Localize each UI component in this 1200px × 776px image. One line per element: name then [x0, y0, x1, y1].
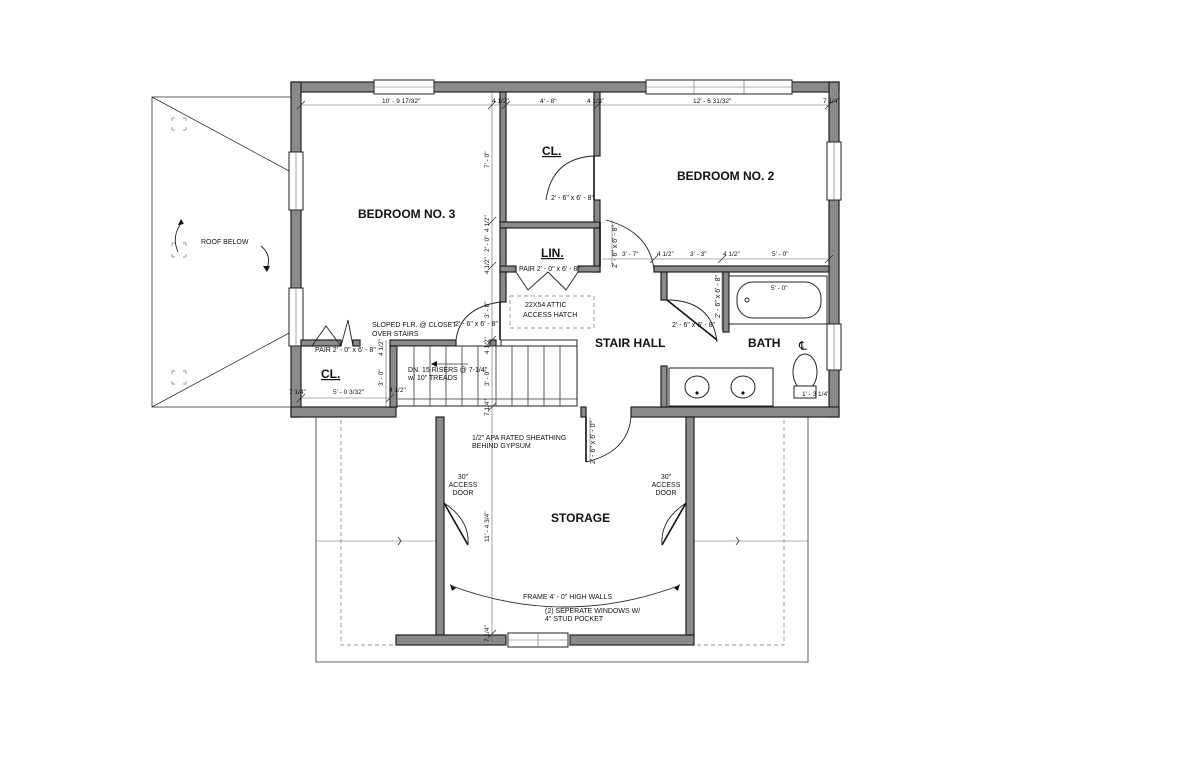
storage-outline — [315, 416, 809, 663]
note-attic-hatch-2: ACCESS HATCH — [523, 312, 577, 319]
note-sloped-2: OVER STAIRS — [372, 331, 419, 338]
dimension-lines — [296, 92, 834, 642]
dim-v-closet: 7' - 0" — [484, 151, 491, 168]
dim-top-bedroom-3: 10' - 9 17/32" — [382, 98, 421, 105]
dim-hall-3-7: 3' - 7" — [622, 251, 639, 258]
interior-walls — [300, 91, 830, 408]
note-sheathing-2: BEHIND GYPSUM — [472, 443, 531, 450]
dim-v-bottom: 7 1/4" — [484, 625, 491, 642]
dim-v-storage: 11' - 4 3/4" — [484, 511, 491, 542]
note-windows-1: (2) SEPERATE WINDOWS W/ — [545, 608, 640, 615]
note-door-bath-vertical: 2' - 6" x 6' - 8" — [715, 274, 722, 318]
roof-below — [151, 96, 292, 408]
note-access-left-2: ACCESS — [449, 482, 478, 489]
note-access-right-3: DOOR — [656, 490, 677, 497]
centerline-symbol: ℄ — [798, 339, 807, 353]
note-access-right-1: 30" — [661, 474, 672, 481]
note-pair-linen: PAIR 2' - 0" x 6' - 8" — [519, 266, 580, 273]
dim-closet-left-v1: 4 1/2" — [378, 339, 385, 356]
dim-v-wall-d: 7 1/4" — [484, 399, 491, 416]
dim-v-linen: 2' - 0" — [484, 235, 491, 252]
dim-top-closet: 4' - 8" — [540, 98, 557, 105]
dim-closet-left-wall-2: 4 1/2" — [389, 387, 406, 394]
note-sloped-1: SLOPED FLR. @ CLOSET — [372, 322, 457, 329]
room-storage: STORAGE — [551, 511, 610, 525]
note-door-storage: 2' - 6" x 6' - 0" — [590, 420, 597, 464]
dim-top-wall-1: 4 1/2" — [492, 98, 509, 105]
room-bedroom-3: BEDROOM NO. 3 — [358, 207, 456, 221]
exterior-walls — [290, 81, 840, 646]
dim-top-bedroom-2: 12' - 6 31/32" — [693, 98, 732, 105]
note-access-right-2: ACCESS — [652, 482, 681, 489]
room-stair-hall: STAIR HALL — [595, 336, 665, 350]
dim-top-wall-2: 4 1/2" — [587, 98, 604, 105]
note-attic-hatch-1: 22X54 ATTIC — [525, 302, 567, 309]
room-linen: LIN. — [541, 246, 564, 260]
note-door-bedroom-2: 2' - 6" x 6' - 8" — [612, 224, 619, 268]
room-closet-left: CL. — [321, 367, 340, 381]
roof-below-label: ROOF BELOW — [201, 239, 249, 246]
dim-v-wall-a: 4 1/2" — [484, 215, 491, 232]
note-access-left-3: DOOR — [453, 490, 474, 497]
note-windows-2: 4" STUD POCKET — [545, 616, 604, 623]
bath-fixtures — [668, 275, 828, 407]
doors — [311, 155, 718, 608]
note-door-bedroom-3: 2' - 6" x 6' - 8" — [455, 321, 499, 328]
windows — [288, 79, 842, 648]
dim-hall-wall-2: 4 1/2" — [723, 251, 740, 258]
dim-v-stair: 3' - 0" — [484, 369, 491, 386]
note-stairs-2: w/ 10" TREADS — [407, 375, 458, 382]
note-stairs-1: DN. 15 RISERS @ 7-1/4" — [408, 367, 488, 374]
dim-closet-left-v2: 3' - 0" — [378, 369, 385, 386]
dim-tub: 5' - 0" — [771, 285, 788, 292]
dim-closet-left-length: 5' - 0 3/32" — [333, 389, 365, 396]
note-frame-walls: FRAME 4' - 0" HIGH WALLS — [523, 594, 612, 601]
note-pair-closet: PAIR 2' - 0" x 6' - 8" — [315, 347, 376, 354]
note-door-closet: 2' - 6" x 6' - 8" — [551, 195, 595, 202]
dim-v-hall: 3' - 8" — [484, 301, 491, 318]
dim-hall-wall-1: 4 1/2" — [657, 251, 674, 258]
dim-bath-wc: 1' - 3 1/4" — [802, 391, 830, 398]
room-bedroom-2: BEDROOM NO. 2 — [677, 169, 775, 183]
room-closet-top: CL. — [542, 144, 561, 158]
dim-hall-3-3: 3' - 3" — [690, 251, 707, 258]
dim-top-right: 7 1/4" — [823, 98, 840, 105]
stairs — [396, 339, 578, 407]
dim-bath-width: 5' - 0" — [772, 251, 789, 258]
dim-v-wall-c: 4 1/2" — [484, 337, 491, 354]
dim-closet-left-wall: 7 1/4" — [289, 389, 306, 396]
note-door-bath: 2' - 6" x 6' - 8" — [672, 322, 716, 329]
dim-v-wall-b: 4 1/2" — [484, 257, 491, 274]
note-sheathing-1: 1/2" APA RATED SHEATHING — [472, 435, 566, 442]
note-access-left-1: 30" — [458, 474, 469, 481]
room-bath: BATH — [748, 336, 780, 350]
attic-hatch — [509, 295, 595, 329]
